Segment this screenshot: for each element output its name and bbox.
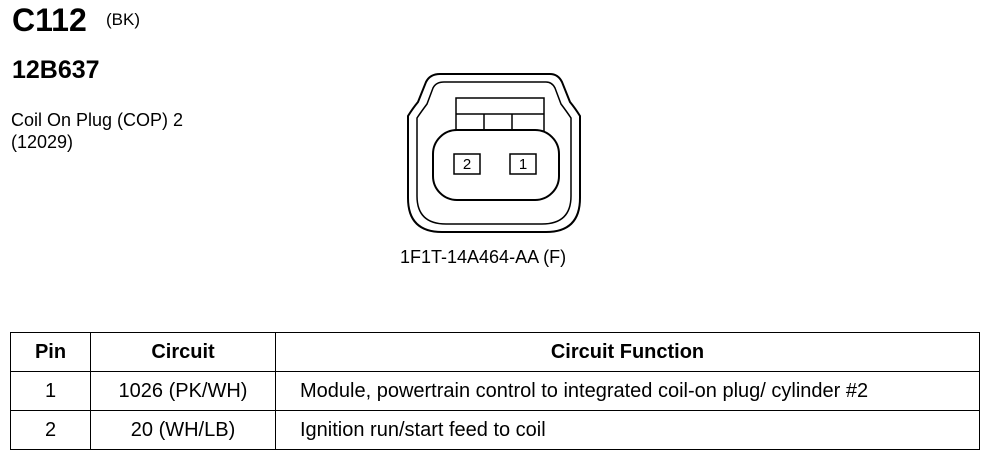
cell-function: Module, powertrain control to integrated… [275,371,980,411]
connector-part-number: 1F1T-14A464-AA (F) [400,247,567,267]
pin-table: Pin Circuit Circuit Function 1 1026 (PK/… [10,332,980,450]
pin-2-label: 2 [463,156,471,173]
component-name: Coil On Plug (COP) 2 [11,110,184,130]
header-circuit-function: Circuit Function [275,332,980,372]
connector-face-diagram: 2 1 [407,73,581,233]
connector-inner-housing [416,81,572,225]
table-header-row: Pin Circuit Circuit Function [10,332,980,372]
header-circuit: Circuit [90,332,276,372]
part-number: 12B637 [12,56,100,84]
connector-color: (BK) [106,10,140,29]
connector-latch [455,97,545,133]
cell-function: Ignition run/start feed to coil [275,410,980,450]
table-row: 1 1026 (PK/WH) Module, powertrain contro… [10,371,980,411]
pin-1-label: 1 [519,156,527,173]
component-code: (12029) [11,132,74,152]
pin-1-box [509,153,537,175]
table-row: 2 20 (WH/LB) Ignition run/start feed to … [10,410,980,450]
cell-pin: 1 [10,371,91,411]
connector-outer-housing [407,73,581,233]
pin-2-box [453,153,481,175]
cell-pin: 2 [10,410,91,450]
pin-cavity-body [432,129,560,201]
connector-id: C112 [12,2,87,38]
cell-circuit: 1026 (PK/WH) [90,371,276,411]
cell-circuit: 20 (WH/LB) [90,410,276,450]
header-pin: Pin [10,332,91,372]
